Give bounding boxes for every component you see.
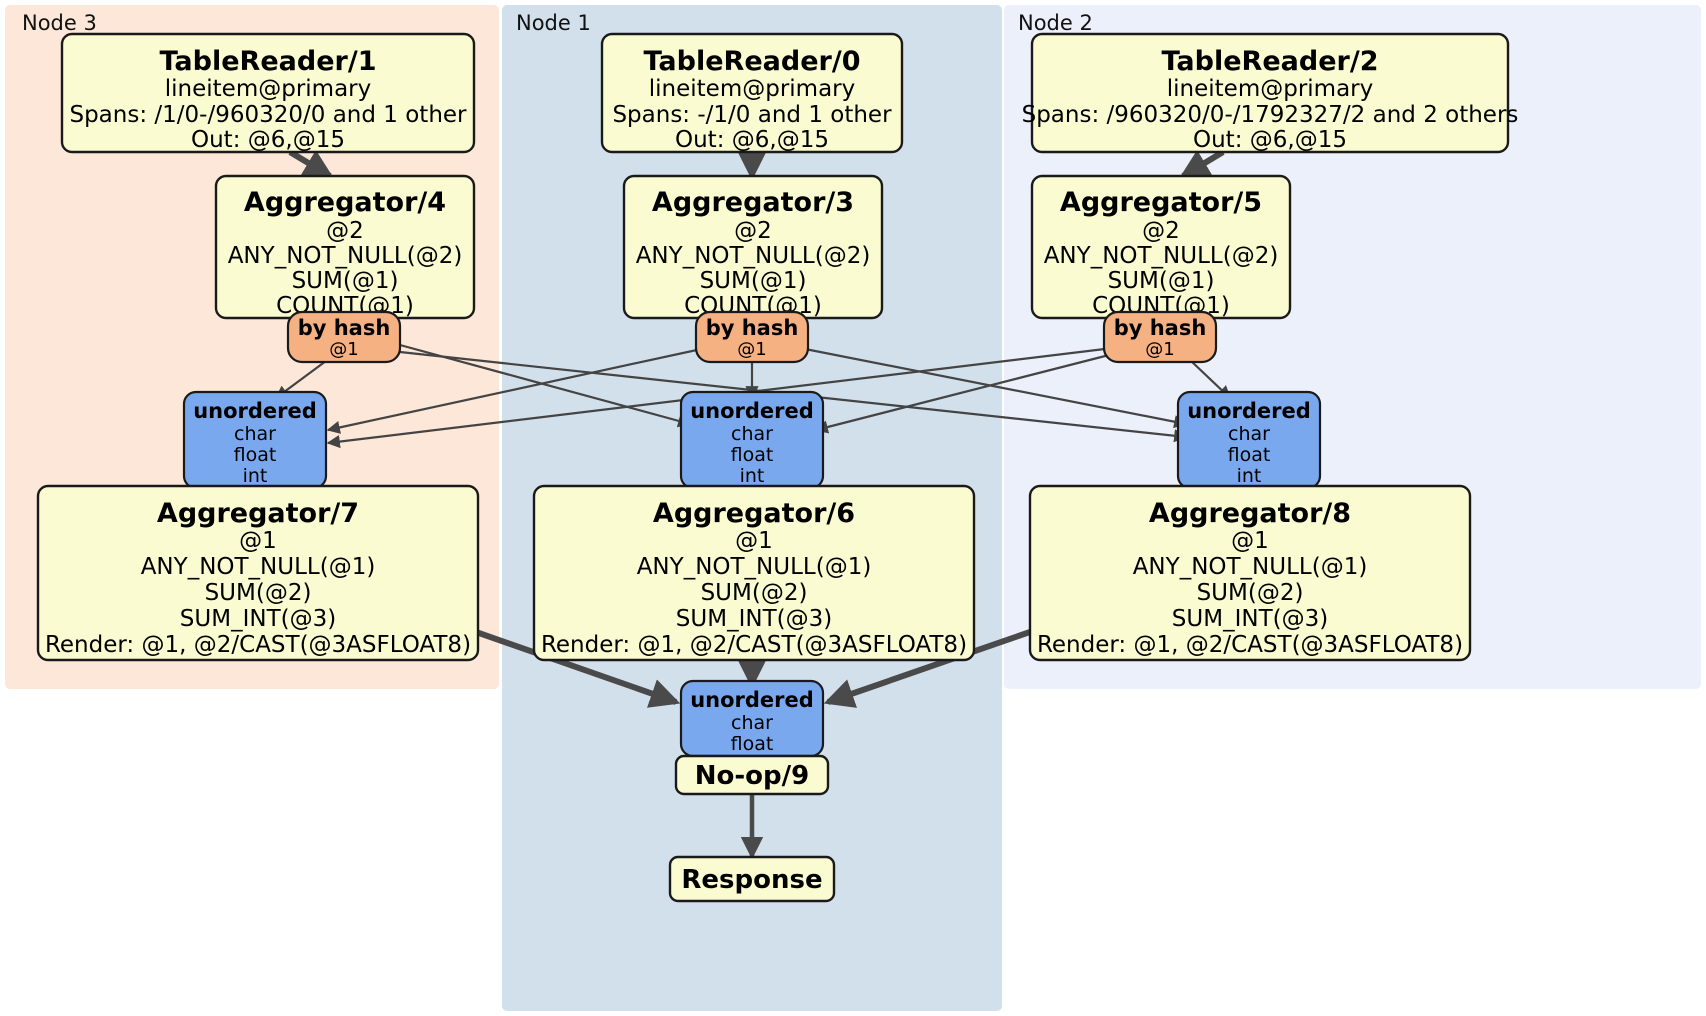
synchronizer-unordered-center[interactable]: unordered char float int: [679, 390, 825, 490]
processor-response[interactable]: Response: [668, 855, 836, 903]
synchronizer-line: int: [740, 465, 765, 487]
processor-line: @1: [1231, 528, 1269, 554]
router-title: by hash: [1114, 316, 1207, 340]
processor-tablereader-0[interactable]: TableReader/0 lineitem@primary Spans: -/…: [600, 32, 904, 154]
synchronizer-line: int: [243, 465, 268, 487]
processor-line: Spans: /1/0-/960320/0 and 1 other: [69, 102, 467, 128]
synchronizer-unordered-left[interactable]: unordered char float int: [182, 390, 328, 490]
processor-line: Render: @1, @2/CAST(@3ASFLOAT8): [1037, 632, 1463, 658]
router-line: @1: [329, 339, 358, 360]
processor-line: @2: [326, 218, 364, 244]
processor-line: Out: @6,@15: [1193, 127, 1347, 153]
processor-title: Aggregator/4: [244, 187, 446, 218]
processor-title: Aggregator/3: [652, 187, 854, 218]
processor-aggregator-8[interactable]: Aggregator/8 @1 ANY_NOT_NULL(@1) SUM(@2)…: [1028, 484, 1472, 662]
processor-line: Out: @6,@15: [675, 127, 829, 153]
processor-aggregator-7[interactable]: Aggregator/7 @1 ANY_NOT_NULL(@1) SUM(@2)…: [36, 484, 480, 662]
edge-byhash-center-to-unordered-left: [326, 346, 707, 434]
synchronizer-line: char: [234, 423, 276, 445]
processor-line: ANY_NOT_NULL(@1): [141, 554, 376, 580]
synchronizer-title: unordered: [1187, 399, 1311, 423]
synchronizer-line: int: [1237, 465, 1262, 487]
synchronizer-line: float: [731, 444, 774, 466]
processor-line: lineitem@primary: [649, 76, 855, 102]
router-line: @1: [1145, 339, 1174, 360]
node-panel-label-node3: Node 3: [22, 11, 97, 35]
router-title: by hash: [706, 316, 799, 340]
synchronizer-line: float: [731, 733, 774, 755]
router-by-hash-right[interactable]: by hash @1: [1102, 310, 1218, 364]
router-by-hash-left[interactable]: by hash @1: [286, 310, 402, 364]
processor-title: Aggregator/7: [157, 498, 359, 529]
synchronizer-title: unordered: [690, 399, 814, 423]
processor-line: lineitem@primary: [165, 76, 371, 102]
node-panel-label-node2: Node 2: [1018, 11, 1093, 35]
edge-tablereader2-aggregator5: [1179, 149, 1225, 179]
processor-line: Render: @1, @2/CAST(@3ASFLOAT8): [541, 632, 967, 658]
synchronizer-line: float: [234, 444, 277, 466]
processor-line: @2: [734, 218, 772, 244]
processor-aggregator-3[interactable]: Aggregator/3 @2 ANY_NOT_NULL(@2) SUM(@1)…: [622, 174, 884, 320]
processor-line: ANY_NOT_NULL(@2): [636, 243, 871, 269]
synchronizer-line: char: [731, 712, 773, 734]
processor-title: Aggregator/6: [653, 498, 855, 529]
processor-line: SUM_INT(@3): [676, 606, 832, 632]
processor-aggregator-6[interactable]: Aggregator/6 @1 ANY_NOT_NULL(@1) SUM(@2)…: [532, 484, 976, 662]
router-title: by hash: [298, 316, 391, 340]
processor-line: lineitem@primary: [1167, 76, 1373, 102]
processor-line: @2: [1142, 218, 1180, 244]
edge-byhash-right-to-unordered-center: [814, 352, 1114, 434]
processor-line: ANY_NOT_NULL(@2): [228, 243, 463, 269]
processor-line: SUM(@1): [1108, 268, 1215, 294]
processor-line: SUM(@2): [701, 580, 808, 606]
router-by-hash-center[interactable]: by hash @1: [694, 310, 810, 364]
processor-line: @1: [239, 528, 277, 554]
processor-line: ANY_NOT_NULL(@2): [1044, 243, 1279, 269]
edge-tablereader1-aggregator4: [288, 149, 334, 179]
processor-title: TableReader/0: [644, 46, 861, 77]
processor-line: Out: @6,@15: [191, 127, 345, 153]
processor-title: No-op/9: [695, 761, 809, 791]
processor-line: SUM(@1): [292, 268, 399, 294]
processor-line: SUM_INT(@3): [180, 606, 336, 632]
processor-line: SUM(@2): [1197, 580, 1304, 606]
processor-line: ANY_NOT_NULL(@1): [1133, 554, 1368, 580]
processor-title: Response: [681, 865, 822, 895]
processor-noop-9[interactable]: No-op/9: [674, 754, 830, 796]
processor-line: SUM(@2): [205, 580, 312, 606]
processor-title: TableReader/2: [1162, 46, 1379, 77]
processor-title: Aggregator/5: [1060, 187, 1262, 218]
processor-line: Spans: -/1/0 and 1 other: [612, 102, 892, 128]
synchronizer-title: unordered: [193, 399, 317, 423]
synchronizer-line: char: [731, 423, 773, 445]
synchronizer-title: unordered: [690, 688, 814, 712]
processor-tablereader-1[interactable]: TableReader/1 lineitem@primary Spans: /1…: [60, 32, 476, 154]
processor-tablereader-2[interactable]: TableReader/2 lineitem@primary Spans: /9…: [1022, 32, 1519, 154]
synchronizer-unordered-final[interactable]: unordered char float: [679, 679, 825, 758]
synchronizer-line: char: [1228, 423, 1270, 445]
processor-line: ANY_NOT_NULL(@1): [637, 554, 872, 580]
router-line: @1: [737, 339, 766, 360]
edge-aggregator7-to-unordered-final: [475, 629, 681, 708]
processor-aggregator-4[interactable]: Aggregator/4 @2 ANY_NOT_NULL(@2) SUM(@1)…: [214, 174, 476, 320]
processor-title: Aggregator/8: [1149, 498, 1351, 529]
synchronizer-unordered-right[interactable]: unordered char float int: [1176, 390, 1322, 490]
node-panel-label-node1: Node 1: [516, 11, 591, 35]
processor-line: SUM(@1): [700, 268, 807, 294]
edge-aggregator8-to-unordered-final: [823, 629, 1031, 708]
processor-aggregator-5[interactable]: Aggregator/5 @2 ANY_NOT_NULL(@2) SUM(@1)…: [1030, 174, 1292, 320]
processor-line: SUM_INT(@3): [1172, 606, 1328, 632]
synchronizer-line: float: [1228, 444, 1271, 466]
processor-line: Render: @1, @2/CAST(@3ASFLOAT8): [45, 632, 471, 658]
processor-line: Spans: /960320/0-/1792327/2 and 2 others: [1022, 102, 1519, 128]
processor-line: @1: [735, 528, 773, 554]
processor-title: TableReader/1: [160, 46, 377, 77]
edge-byhash-center-to-unordered-right: [799, 346, 1188, 429]
